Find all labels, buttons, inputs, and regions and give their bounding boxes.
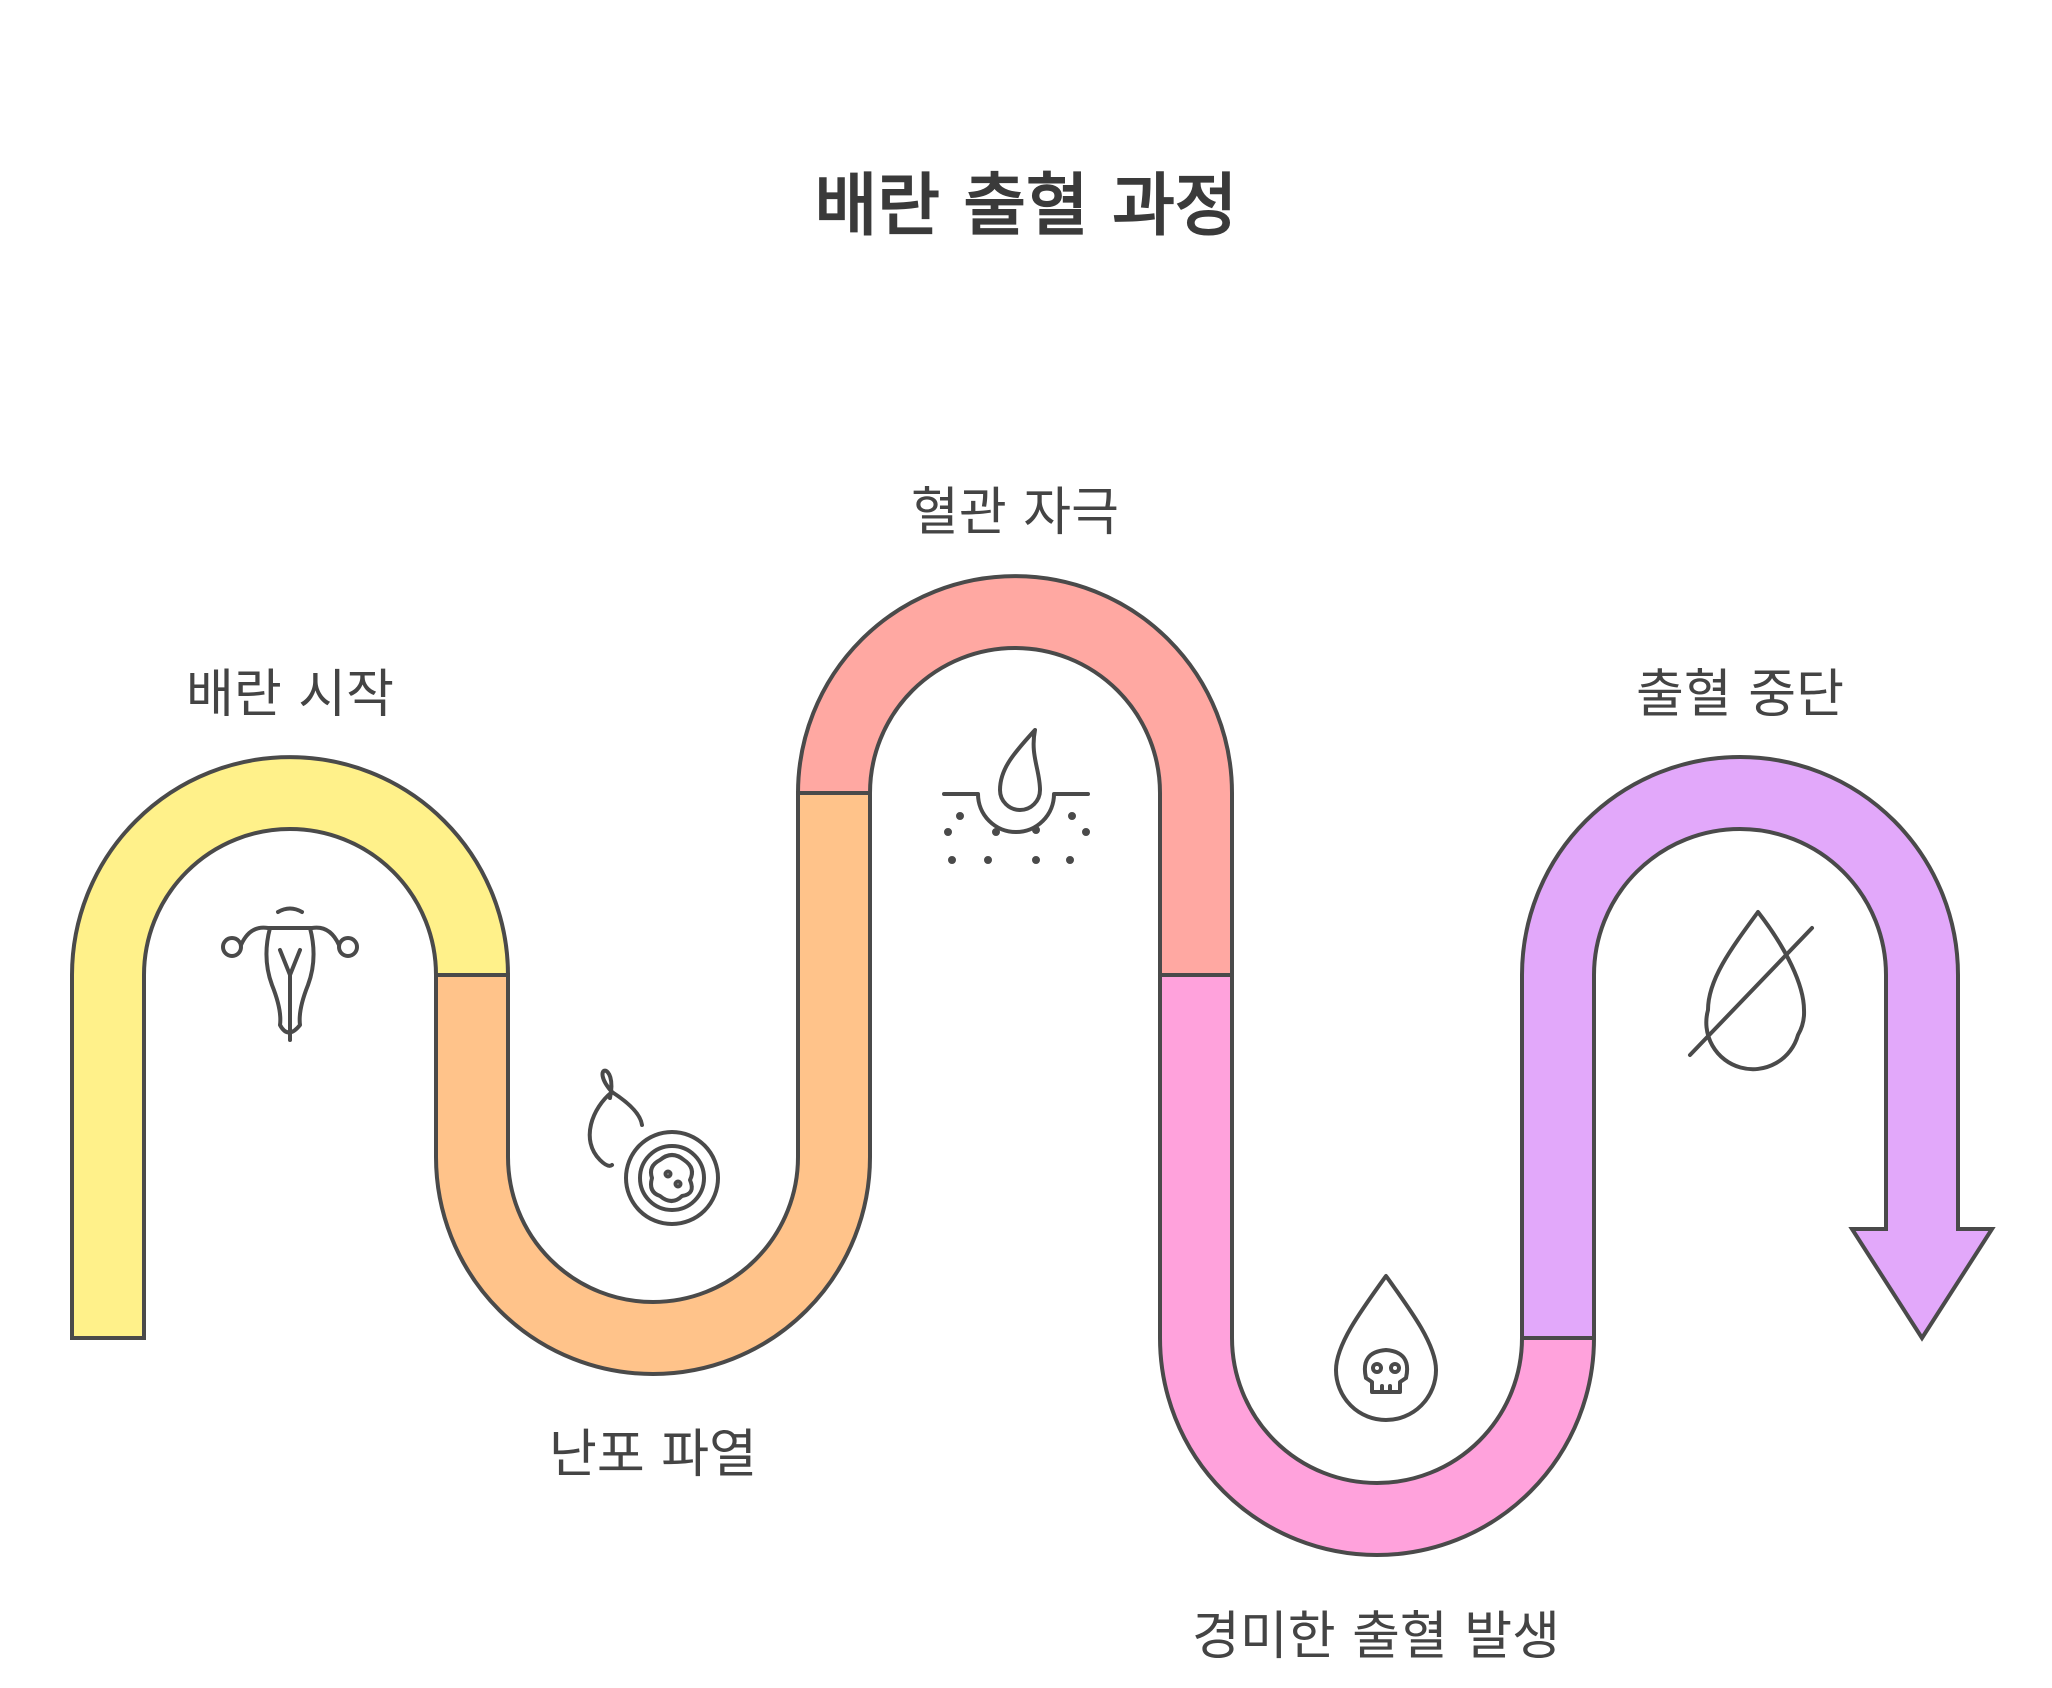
path-segment-3 bbox=[795, 574, 1234, 977]
path-segment-1 bbox=[70, 755, 511, 1340]
ruptured-follicle-icon bbox=[587, 1068, 720, 1226]
path-segment-4 bbox=[1158, 973, 1597, 1557]
skin-blood-drop-icon bbox=[942, 728, 1090, 864]
drop-skull-icon bbox=[1334, 1274, 1438, 1422]
step-label-4: 경미한 출혈 발생 bbox=[1192, 1607, 1560, 1667]
drop-slash-icon bbox=[1688, 910, 1814, 1072]
step-label-1: 배란 시작 bbox=[186, 665, 394, 725]
diagram-title: 배란 출혈 과정 bbox=[814, 167, 1238, 246]
uterus-icon bbox=[221, 906, 359, 1042]
step-label-5: 출혈 중단 bbox=[1636, 665, 1844, 725]
path-segment-2 bbox=[434, 791, 872, 1376]
step-label-2: 난포 파열 bbox=[549, 1425, 757, 1485]
path-segment-5-arrow bbox=[1520, 755, 1996, 1342]
step-label-3: 혈관 자극 bbox=[911, 483, 1119, 543]
